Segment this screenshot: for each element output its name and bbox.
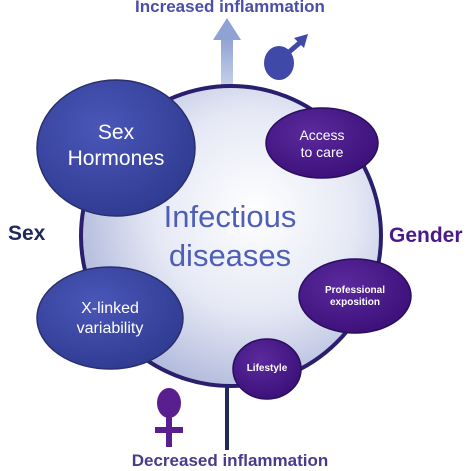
x-linked-line-1: X-linked [81, 300, 139, 317]
male-symbol-icon [264, 34, 308, 80]
professional-exposition-bubble [298, 258, 412, 334]
professional-line-1: Professional [324, 284, 386, 296]
access-line-1: Access [299, 126, 345, 143]
center-line-1: Infectious [163, 199, 297, 234]
professional-line-2: exposition [329, 297, 380, 308]
center-line-2: diseases [168, 237, 292, 273]
female-symbol-icon [155, 388, 183, 447]
professional-exposition-text: Professional exposition [305, 281, 405, 313]
gender-label: Gender [389, 224, 463, 247]
increased-inflammation-label: Increased inflammation [135, 0, 325, 16]
x-linked-line-2: variability [76, 320, 144, 337]
access-to-care-bubble [265, 107, 379, 179]
x-linked-bubble [36, 266, 184, 370]
lifestyle-bubble [232, 338, 302, 400]
x-linked-text: X-linked variability [55, 296, 165, 342]
sex-label: Sex [8, 222, 46, 245]
infectious-diseases-text: Infectious diseases [120, 198, 340, 276]
sex-hormones-line-2: Hormones [67, 147, 165, 170]
sex-hormones-bubble [36, 79, 196, 217]
lifestyle-text: Lifestyle [246, 362, 288, 374]
decreased-inflammation-label: Decreased inflammation [131, 451, 329, 470]
sex-hormones-line-1: Sex [97, 120, 135, 144]
sex-hormones-text: Sex Hormones [56, 114, 176, 178]
access-line-2: to care [300, 144, 344, 160]
access-to-care-text: Access to care [277, 123, 367, 165]
